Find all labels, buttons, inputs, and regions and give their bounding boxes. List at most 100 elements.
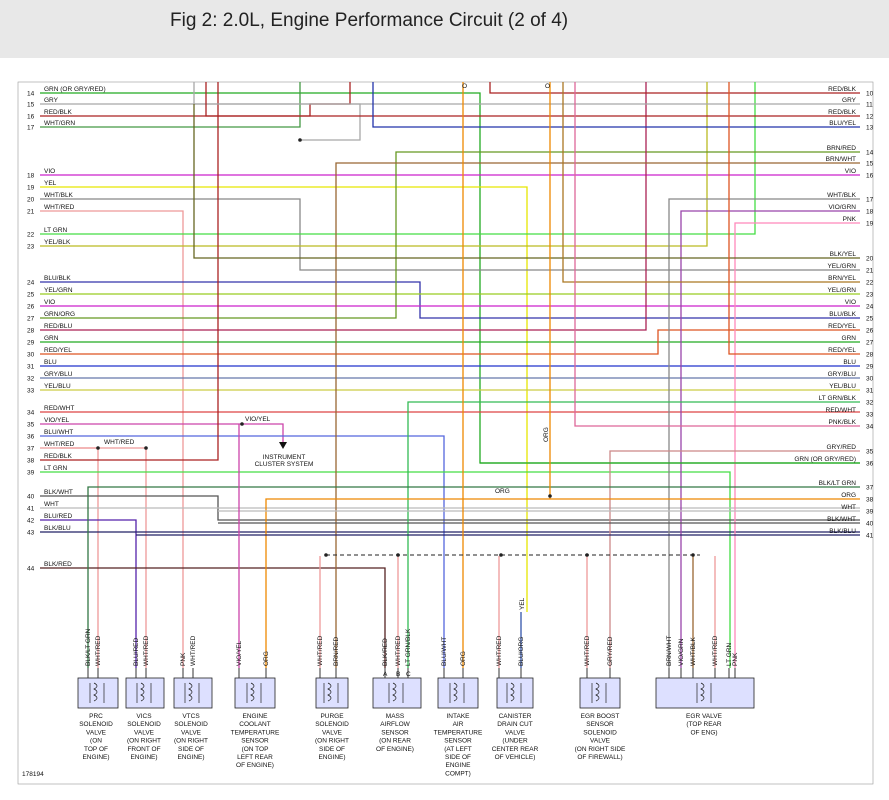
component-wire-label: PNK — [732, 652, 739, 666]
component-wire-label: LT GRN — [726, 642, 733, 666]
wire-lt-grn — [40, 82, 756, 235]
egr_valve-caption: OF ENG) — [690, 729, 717, 736]
title-bar: Fig 2: 2.0L, Engine Performance Circuit … — [0, 0, 889, 58]
yel-vertical-label: YEL — [519, 597, 526, 610]
component-pin-label: C — [406, 671, 411, 678]
wire-brn-yel — [562, 82, 860, 283]
splice-dot — [691, 553, 695, 557]
canister-caption: (UNDER — [502, 738, 528, 745]
left-wire-label: GRY/BLU — [44, 371, 73, 378]
instrument-cluster-label: INSTRUMENT — [263, 454, 306, 461]
iat-caption: TEMPERATURE — [434, 729, 483, 736]
left-pin-number: 44 — [27, 566, 35, 573]
left-pin-number: 21 — [27, 209, 35, 216]
component-wire-label: WHT/RED — [190, 635, 197, 666]
purge-caption: ENGINE) — [318, 754, 345, 761]
left-wire-label: BLK/RED — [44, 561, 72, 568]
wire-blu-wht — [40, 435, 445, 668]
left-wire-label: GRN — [44, 335, 59, 342]
right-pin-number: 21 — [866, 268, 874, 275]
right-pin-number: 34 — [866, 424, 874, 431]
right-pin-number: 20 — [866, 256, 874, 263]
left-wire-label: RED/BLK — [44, 109, 72, 116]
wire-org — [265, 498, 860, 668]
left-wire-label: VIO — [44, 299, 55, 306]
left-pin-number: 18 — [27, 173, 35, 180]
left-pin-number: 30 — [27, 352, 35, 359]
right-pin-number: 16 — [866, 173, 874, 180]
right-wire-label: YEL/GRN — [827, 263, 856, 270]
right-wire-label: WHT/BLK — [827, 192, 857, 199]
wire-brn-wht — [335, 162, 860, 668]
splice-dot — [240, 422, 244, 426]
left-wire-label: LT GRN — [44, 465, 68, 472]
purge-caption: (ON RIGHT — [315, 738, 349, 745]
right-wire-label: WHT — [841, 504, 856, 511]
prc-symbol-icon — [89, 682, 105, 703]
vics-caption: VICS — [136, 713, 152, 720]
left-pin-number: 28 — [27, 328, 35, 335]
right-wire-label: BLU/YEL — [829, 120, 856, 127]
left-pin-number: 23 — [27, 244, 35, 251]
vics-body — [125, 677, 165, 709]
prc-caption: TOP OF — [84, 746, 108, 753]
right-pin-number: 28 — [866, 352, 874, 359]
right-pin-number: 10 — [866, 91, 874, 98]
canister-body — [496, 677, 534, 709]
component-wire-label: BLK/RED — [382, 638, 389, 666]
right-wire-label: BRN/YEL — [828, 275, 856, 282]
ect-symbol-icon — [246, 682, 262, 703]
component-wire-label: ORG — [263, 651, 270, 666]
vics-caption: SOLENOID — [127, 721, 161, 728]
left-pin-number: 25 — [27, 292, 35, 299]
iat-caption: AIR — [453, 721, 464, 728]
left-pin-number: 43 — [27, 530, 35, 537]
vtcs-caption: SOLENOID — [174, 721, 208, 728]
component-wire-label: GRY/RED — [607, 636, 614, 666]
component-wire-label: WHT/RED — [395, 635, 402, 666]
iat-caption: SIDE OF — [445, 754, 471, 761]
component-wire-label: WHT/RED — [584, 635, 591, 666]
egr_valve-symbol-icon — [696, 682, 712, 703]
left-wire-label: VIO/YEL — [44, 417, 70, 424]
right-pin-number: 29 — [866, 364, 874, 371]
left-pin-number: 14 — [27, 91, 35, 98]
component-wire-label: BLU/ORG — [518, 637, 525, 666]
right-wire-label: PNK/BLK — [829, 419, 857, 426]
left-wire-label: YEL — [44, 180, 57, 187]
wire-red-yel — [40, 329, 860, 355]
egr_boost-caption: OF FIREWALL) — [577, 754, 622, 761]
egr_boost-caption: VALVE — [590, 738, 611, 745]
component-wire-label: WHT/BLK — [690, 636, 697, 666]
wire-lt-grn — [40, 471, 731, 668]
right-pin-number: 24 — [866, 304, 874, 311]
right-wire-label: LT GRN/BLK — [819, 395, 857, 402]
iat-symbol-icon — [449, 682, 465, 703]
component-wire-label: BLK/LT GRN — [85, 628, 92, 666]
maf-caption: (ON REAR — [379, 738, 411, 745]
prc-caption: VALVE — [86, 729, 107, 736]
purge-caption: SOLENOID — [315, 721, 349, 728]
canister-symbol-icon — [506, 682, 522, 703]
right-wire-label: YEL/GRN — [827, 287, 856, 294]
left-pin-number: 34 — [27, 410, 35, 417]
wire-red-yel — [728, 82, 860, 355]
prc-body — [77, 677, 119, 709]
left-pin-number: 36 — [27, 434, 35, 441]
left-wire-label: YEL/BLK — [44, 239, 71, 246]
left-wire-label: GRN/ORG — [44, 311, 75, 318]
left-pin-number: 33 — [27, 388, 35, 395]
egr_boost-body — [579, 677, 621, 709]
egr_boost-caption: SOLENOID — [583, 729, 617, 736]
left-wire-label: YEL/BLU — [44, 383, 71, 390]
component-wire-label: WHT/RED — [712, 635, 719, 666]
component-wire-label: WHT/RED — [496, 635, 503, 666]
vics-symbol-icon — [136, 682, 152, 703]
splice-dot — [298, 138, 302, 142]
iat-body — [437, 677, 479, 709]
left-wire-label: RED/YEL — [44, 347, 72, 354]
splice-dot — [144, 446, 148, 450]
vtcs-symbol-icon — [184, 682, 200, 703]
wire-vio-yel — [40, 423, 284, 444]
